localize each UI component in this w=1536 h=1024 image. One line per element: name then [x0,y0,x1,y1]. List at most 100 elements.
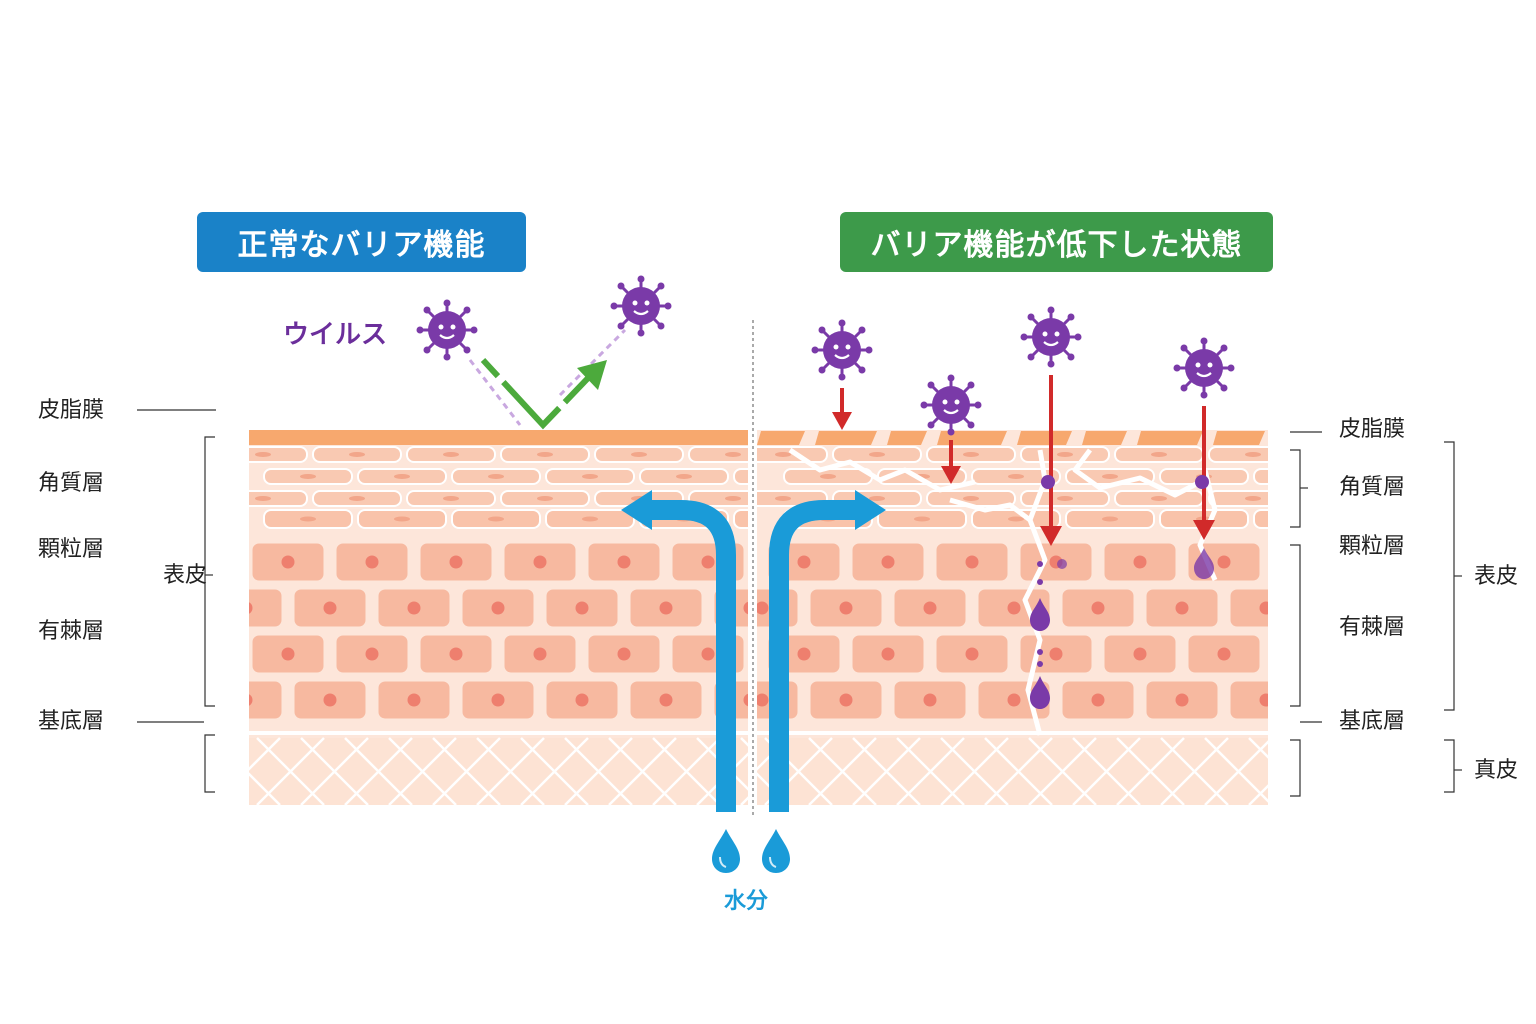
corneum-cell [1208,446,1268,463]
corneum-cell [1253,509,1268,529]
cell-nucleus [1302,648,1315,661]
corneum-cell [249,490,308,507]
virus-label: ウイルス [283,320,388,350]
skin-cell [1227,586,1268,630]
right-label-spinous: 有棘層 [1339,615,1406,640]
corneum-cell-nucleus [1057,452,1073,457]
corneum-cell-nucleus [963,496,979,501]
cell-nucleus [1175,601,1189,615]
virus-path-outgoing [558,328,627,397]
sebum-fragment [815,431,877,445]
cell-nucleus [1133,555,1147,569]
label-leaders [137,409,1462,797]
cell-nucleus [365,647,379,661]
corneum-cell-nucleus [1102,474,1118,479]
reflect-arrow [480,357,607,430]
corneum-cell [1253,468,1268,485]
corneum-cell [757,446,828,463]
corneum-cell-nucleus [537,496,553,501]
cell-nucleus [1302,556,1315,569]
water-arrow-left [621,490,736,812]
corneum-cell-nucleus [725,452,741,457]
cell-nucleus [659,693,673,707]
corneum-cell-nucleus [1290,517,1306,522]
cell-nucleus [449,555,463,569]
sebum-fragment [887,431,927,445]
corneum-cell-nucleus [488,516,504,522]
cell-nucleus [281,647,295,661]
sebum-fragment [1213,431,1265,445]
cell-nucleus [533,555,547,569]
corneum-cell-nucleus [582,516,598,522]
corneum-cell-nucleus [820,474,836,479]
corneum-cell [249,446,308,463]
cell-nucleus [1091,601,1105,615]
cell-nucleus [249,694,253,706]
cell-nucleus [797,555,811,569]
skin-cell [1271,634,1345,674]
corneum-cell-nucleus [1290,474,1306,479]
right-label-sebum: 皮脂膜 [1339,417,1406,442]
cell-nucleus [881,555,895,569]
corneum-cell-nucleus [488,474,504,479]
left-label-spinous: 有棘層 [38,619,105,644]
sebum-fragment [1137,431,1203,445]
impaired-barrier-badge: バリア機能が低下した状態 [840,212,1273,272]
corneum-cell-nucleus [1008,516,1024,522]
cell-nucleus [923,601,937,615]
corneum-cell [1208,490,1268,507]
impaired-skin-cross-section [757,430,1345,805]
corneum-cell-nucleus [869,452,885,457]
cell-nucleus [575,693,589,707]
right-label-corneum: 角質層 [1339,475,1406,500]
cell-nucleus [701,647,715,661]
left-label-corneum: 角質層 [38,471,105,496]
basal-line-left [249,731,748,735]
right-label-dermis: 真皮 [1474,758,1519,783]
normal-barrier-badge: 正常なバリア機能 [197,212,526,272]
cell-nucleus [1217,555,1231,569]
corneum-cell-nucleus [1245,496,1261,501]
cell-nucleus [1259,693,1268,707]
water-drop-icon [711,828,741,874]
corneum-cell [733,468,748,485]
basal-line-right [757,731,1268,735]
corneum-cell-nucleus [537,452,553,457]
corneum-cell-nucleus [869,496,885,501]
intrusion-arrows [832,375,1215,546]
corneum-cell-nucleus [349,452,365,457]
cell-nucleus [1007,693,1021,707]
skin-cell [249,678,285,722]
cell-nucleus [1259,601,1268,615]
normal-skin-cross-section [249,430,748,805]
cell-nucleus [491,601,505,615]
corneum-cell-nucleus [1245,452,1261,457]
cell-nucleus [1049,647,1063,661]
corneum-cell [733,509,748,529]
cell-nucleus [617,555,631,569]
cell-nucleus [839,693,853,707]
cell-nucleus [1217,647,1231,661]
cell-nucleus [923,693,937,707]
virus-infiltration-drops [1030,475,1214,709]
cell-nucleus [407,693,421,707]
corneum-cell-nucleus [255,452,271,457]
left-label-epidermis: 表皮 [163,563,208,588]
water-label: 水分 [724,889,769,914]
sebum-fragments-right [757,431,1265,445]
cell-nucleus [1175,693,1189,707]
left-label-basal: 基底層 [38,709,105,734]
right-label-epidermis: 表皮 [1474,564,1519,589]
cell-nucleus [449,647,463,661]
corneum-cell-nucleus [631,452,647,457]
corneum-cell-nucleus [349,496,365,501]
left-label-sebum: 皮脂膜 [38,398,105,423]
cell-nucleus [659,601,673,615]
corneum-cell-nucleus [582,474,598,479]
water-drop-icon [761,828,791,874]
skin-cell [1227,678,1268,722]
corneum-cell-nucleus [963,452,979,457]
corneum-cell-nucleus [1008,474,1024,479]
corneum-cell-nucleus [1057,496,1073,501]
